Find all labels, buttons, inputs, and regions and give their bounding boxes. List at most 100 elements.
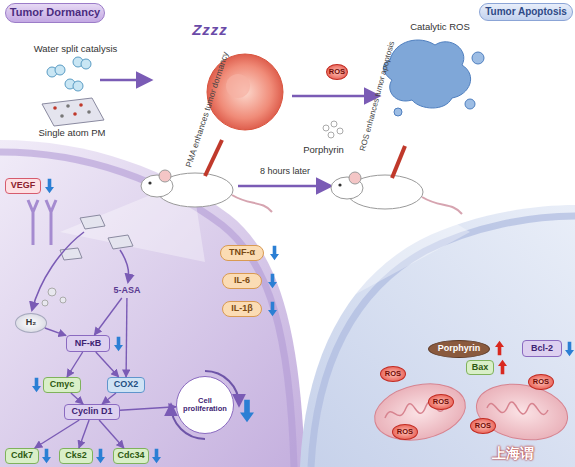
hydrogen-molecules [47,57,91,91]
apoptotic-cell-part [394,108,402,116]
node-text: Porphyrin [438,344,481,353]
node-text: H₂ [26,318,37,327]
decrease-arrow-part [114,337,123,351]
node-text: ROS [533,378,549,386]
ros-bubble: ROS [392,424,418,440]
protein-box: Bcl-2 [522,340,562,357]
mouse [331,146,462,214]
single-atom-sheet-part [60,114,64,118]
mouse-part [422,197,462,214]
tumor-cell-region-part [0,140,305,467]
node-text: 5-ASA [113,286,140,295]
protein-box: Cyclin D1 [64,404,120,420]
section-title: Tumor Apoptosis [479,3,573,21]
section-title: Tumor Dormancy [5,3,105,23]
sleep-symbol: Zzzz [185,22,235,39]
decrease-arrow-part [152,449,161,463]
porphyrin-particles-part [337,128,343,134]
mitochondrion-part [487,402,548,414]
process-arrow-part [292,95,378,98]
node-text: VEGF [11,181,36,190]
decrease-arrow-part [96,449,105,463]
node-text: COX2 [114,380,139,389]
cytokine-pill: IL-6 [222,273,262,289]
apoptotic-cell-part [472,52,484,64]
single-atom-sheet-part [53,106,57,110]
ros-bubble: ROS [428,394,454,410]
process-circle: Cell proliferation [176,376,234,434]
ros-bubble: ROS [326,64,348,80]
node-text: TNF-α [229,248,255,257]
tumor-cell-region [0,140,305,467]
hydrogen-molecules-part [81,59,91,69]
node-text: ROS [385,370,401,378]
porphyrin-particles-part [331,121,337,127]
protein-box: Cdc34 [113,448,149,464]
node-text: ROS [329,68,345,76]
apoptotic-cell-part [465,99,475,109]
protein-box: Cks2 [59,448,93,464]
mouse-part [232,195,272,212]
gas-bubble: H₂ [15,313,47,333]
pathway-arrow [71,393,83,404]
node-text: Bcl-2 [531,344,553,353]
mouse-part [205,140,222,176]
mouse-part [392,146,405,178]
dormant-tumor-cell-part [226,74,250,98]
pathway-arrow [67,352,83,377]
protein-box: Cdk7 [5,448,39,464]
decrease-arrow-part [270,246,279,260]
apoptotic-cell-part [384,40,471,108]
apoptosis-cell-region-part [311,216,575,467]
nanosheet-part [42,300,48,306]
mitochondrion-part [472,377,572,446]
single-atom-sheet-part [87,110,91,114]
decrease-arrow-part [32,378,41,392]
node-text: ROS [475,422,491,430]
node-text: Cdc34 [117,451,144,460]
mouse-part [148,181,151,184]
node-text: NF-κB [75,339,102,348]
nanosheet-part [60,297,66,303]
protein-box: Bax [466,360,494,375]
node-text: Tumor Apoptosis [485,7,567,18]
hydrogen-molecules-part [55,65,65,75]
node-text: Bax [472,363,489,372]
mouse-part [338,183,341,186]
node-text: Cmyc [50,380,75,389]
process-arrow-part [100,79,150,82]
tumor-cell-region-part [0,152,294,467]
apoptosis-cell-region [300,180,575,467]
proliferation-cycle [171,371,239,439]
decrease-arrow [32,179,574,463]
nanosheet-part [60,248,82,260]
single-atom-sheet-part [42,98,104,126]
nanosheet-part [80,215,105,229]
pathway-arrow [102,393,116,404]
pathway-arrow [99,420,124,448]
nanosheet-part [32,232,84,310]
decrease-arrow-part [565,342,574,356]
node-text: Cks2 [65,451,87,460]
process-label: Catalytic ROS [395,22,485,32]
node-text: Cdk7 [11,451,33,460]
nanosheet-part [48,288,56,296]
decrease-arrow-part [42,449,51,463]
material-label: Porphyrin [296,145,351,155]
single-atom-sheet [42,98,104,126]
pathway-arrow [125,298,127,377]
pathway-arrow [79,420,89,448]
cytokine-pill: TNF-α [220,245,264,261]
vegf-receptor-part [28,200,38,245]
pathway-arrow [35,420,80,448]
decrease-arrow-part [45,179,54,193]
vegf-receptor-part [46,200,56,245]
increase-arrow-part [495,341,504,355]
node-text: Cell proliferation [177,397,233,413]
porphyrin-oval: Porphyrin [428,340,490,358]
watermark: 上海谓 [478,446,548,461]
node-text: Tumor Dormancy [10,7,100,19]
